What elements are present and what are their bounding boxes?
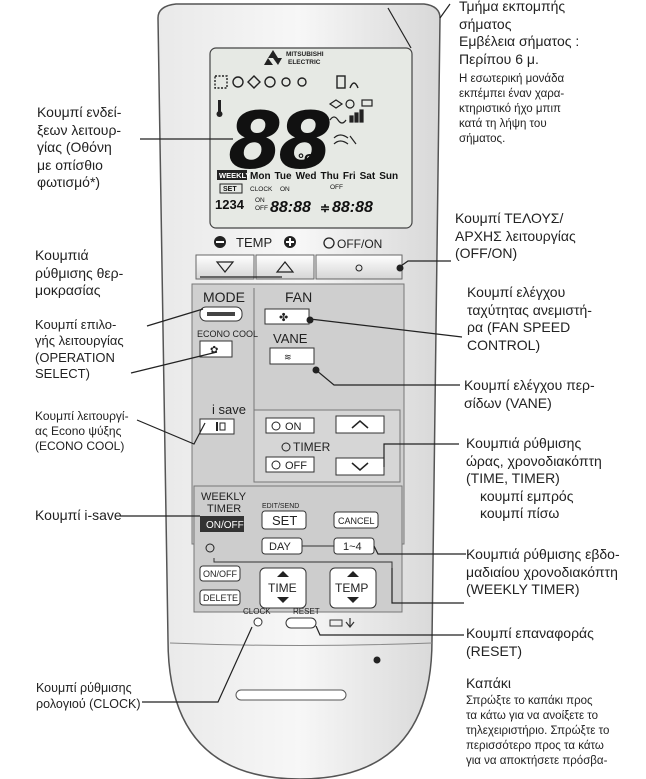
vane-icon: ≋ [284, 352, 292, 362]
svg-text:CANCEL: CANCEL [338, 516, 375, 526]
thermometer-icon [218, 100, 221, 112]
svg-text:1234: 1234 [215, 197, 245, 212]
battery-icon [329, 619, 343, 627]
svg-text:ON/OFF: ON/OFF [206, 520, 244, 531]
svg-text:TIMER: TIMER [207, 503, 241, 515]
svg-text:≑: ≑ [320, 201, 330, 215]
fan-vane-icons [328, 99, 373, 145]
lcd-display [209, 47, 413, 229]
temp-down-button[interactable] [195, 254, 255, 280]
svg-text:EDIT/SEND: EDIT/SEND [262, 503, 299, 510]
delete-button[interactable] [199, 589, 241, 606]
label-temp-set: Κουμπιά ρύθμισης θερ- μοκρασίας [35, 247, 124, 298]
label-weekly: Κουμπιά ρύθμισης εβδο- μαδιαίου χρονοδια… [466, 546, 620, 597]
svg-text:VANE: VANE [273, 331, 308, 346]
label-reset: Κουμπί επαναφοράς (RESET) [466, 625, 594, 659]
power-icon [323, 237, 335, 249]
weekly-indicator [217, 170, 247, 180]
lcd-time1: 88:88 [270, 199, 311, 216]
temp-up-button[interactable] [255, 254, 315, 280]
cover-seam [169, 642, 433, 646]
svg-text:i save: i save [212, 402, 246, 417]
svg-text:DELETE: DELETE [203, 593, 238, 603]
time-button[interactable] [259, 567, 307, 609]
svg-text:TEMP: TEMP [335, 581, 368, 595]
svg-text:ELECTRIC: ELECTRIC [288, 59, 321, 66]
svg-text:1~4: 1~4 [343, 541, 362, 553]
svg-text:ON/OFF: ON/OFF [203, 569, 237, 579]
brand-text: MITSUBISHI [286, 51, 324, 58]
svg-text:TIME: TIME [268, 581, 297, 595]
svg-text:SET: SET [223, 186, 237, 193]
svg-text:ON: ON [255, 197, 265, 204]
vane-button[interactable] [269, 347, 315, 365]
mode-icons [214, 75, 359, 89]
svg-text:MODE: MODE [203, 289, 245, 305]
label-cover-text: Σπρώξτε το καπάκι προς τα κάτω για να αν… [466, 695, 610, 767]
svg-text:RESET: RESET [293, 607, 320, 616]
svg-text:ON: ON [280, 186, 290, 193]
lcd-unit: °C [298, 151, 315, 168]
label-clock: Κουμπί ρύθμισης ρολογιού (CLOCK) [36, 681, 141, 711]
fan-button[interactable] [264, 308, 310, 325]
svg-text:FAN: FAN [285, 289, 312, 305]
svg-text:SET: SET [272, 513, 297, 528]
svg-text:WEEKLY: WEEKLY [219, 171, 250, 180]
label-isave: Κουμπί i-save [35, 507, 122, 523]
svg-text:OFF: OFF [285, 460, 307, 472]
set-button[interactable] [261, 510, 307, 530]
svg-text:ECONO COOL: ECONO COOL [197, 329, 258, 339]
temp-weekly-button[interactable] [329, 567, 377, 609]
lcd-time2: 88:88 [332, 199, 373, 216]
label-fan-speed: Κουμπί ελέγχου ταχύτητας ανεμιστή- ρα (F… [467, 284, 592, 353]
label-top-right-note: Η εσωτερική μονάδα εκπέμπει έναν χαρα- κ… [459, 73, 565, 145]
label-vane: Κουμπί ελέγχου περ- σίδων (VANE) [464, 377, 595, 411]
weekly-onoff2-button[interactable] [199, 565, 241, 582]
svg-text:DAY: DAY [269, 541, 291, 553]
cover-slot [235, 689, 347, 701]
cancel-button[interactable] [333, 511, 379, 529]
svg-text:TEMP: TEMP [236, 235, 272, 250]
clock-button[interactable] [253, 617, 263, 627]
svg-text:OFF: OFF [330, 184, 343, 191]
svg-text:✿: ✿ [210, 345, 218, 356]
weekly-onoff-button[interactable] [200, 516, 244, 532]
label-timer: Κουμπιά ρύθμισης ώρας, χρονοδιακόπτη (TI… [466, 435, 602, 521]
label-econo: Κουμπί λειτουργί- ας Econo ψύξης (ECONO … [35, 409, 129, 453]
offon-button[interactable] [315, 254, 403, 280]
label-cover-title: Καπάκι [466, 675, 511, 691]
brand-logo [264, 50, 282, 65]
svg-text:TIMER: TIMER [293, 440, 331, 454]
fan-icon: ✤ [279, 312, 288, 324]
reset-button[interactable] [285, 617, 317, 629]
econo-cool-button[interactable] [199, 340, 233, 358]
svg-text:ON: ON [285, 421, 302, 433]
svg-text:OFF: OFF [255, 205, 268, 212]
label-op-select: Κουμπί επιλο- γής λειτουργίας (OPERATION… [35, 317, 124, 381]
timer-back-button[interactable] [335, 457, 385, 476]
svg-text:OFF/ON: OFF/ON [337, 237, 382, 251]
svg-text:WEEKLY: WEEKLY [201, 491, 247, 503]
label-display-buttons: Κουμπί ενδεί- ξεων λειτουρ- γίας (Οθόνη … [37, 104, 122, 190]
label-offon: Κουμπί ΤΕΛΟΥΣ/ ΑΡΧΗΣ λειτουργίας (OFF/ON… [455, 210, 576, 261]
timer-forward-button[interactable] [335, 415, 385, 434]
svg-text:CLOCK: CLOCK [243, 607, 271, 616]
svg-text:CLOCK: CLOCK [250, 186, 273, 193]
label-top-right: Τμήμα εκπομπής σήματος Εμβέλεια σήματος … [459, 0, 580, 67]
